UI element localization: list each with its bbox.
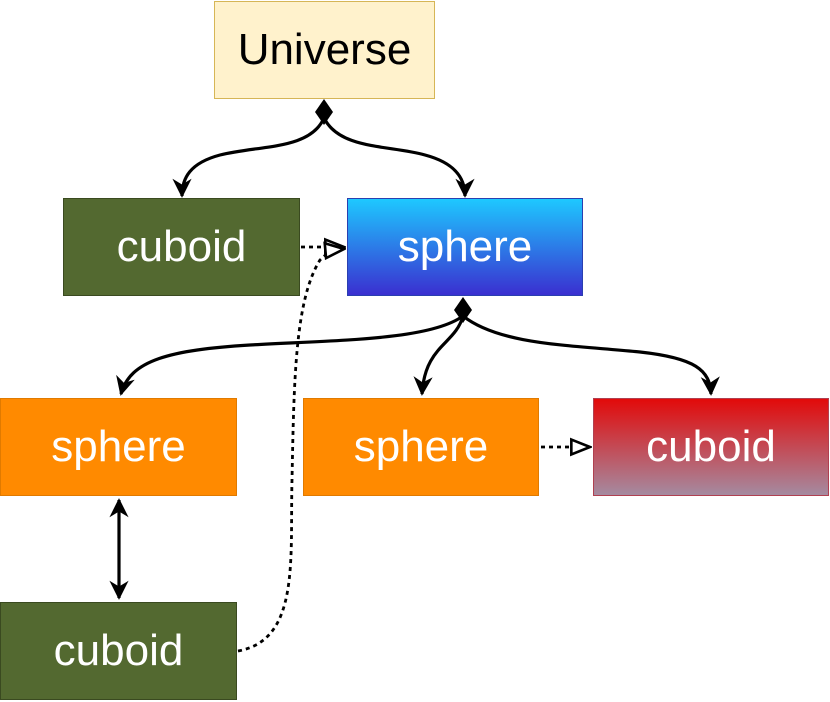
- node-sphere-left-label: sphere: [51, 422, 186, 471]
- node-cuboid-right-label: cuboid: [646, 422, 776, 471]
- node-sphere-mid-label: sphere: [353, 422, 489, 471]
- node-cuboid-right[interactable]: cuboid: [593, 398, 829, 496]
- edge-sphere-top-cuboid-right: [462, 314, 720, 396]
- node-cuboid-bottom-label: cuboid: [53, 626, 184, 675]
- node-cuboid-top-label: cuboid: [116, 222, 247, 271]
- node-sphere-left[interactable]: sphere: [0, 398, 237, 496]
- node-cuboid-bottom[interactable]: cuboid: [0, 602, 237, 700]
- node-sphere-top-label: sphere: [397, 222, 533, 271]
- edge-sphere-top-sphere-mid: [413, 315, 465, 396]
- diamond-sphere-top: [454, 297, 472, 323]
- edge-universe-cuboid-top: [172, 117, 326, 198]
- node-universe[interactable]: Universe: [214, 1, 435, 99]
- diamond-universe: [315, 99, 333, 125]
- edge-sphere-top-sphere-left: [116, 314, 464, 396]
- node-cuboid-top[interactable]: cuboid: [63, 198, 300, 296]
- node-universe-label: Universe: [237, 25, 412, 74]
- node-sphere-top[interactable]: sphere: [347, 198, 583, 296]
- node-sphere-mid[interactable]: sphere: [303, 398, 539, 496]
- edge-cuboid-bottom-sphere-top: [237, 249, 344, 653]
- edge-universe-sphere-top: [322, 117, 475, 198]
